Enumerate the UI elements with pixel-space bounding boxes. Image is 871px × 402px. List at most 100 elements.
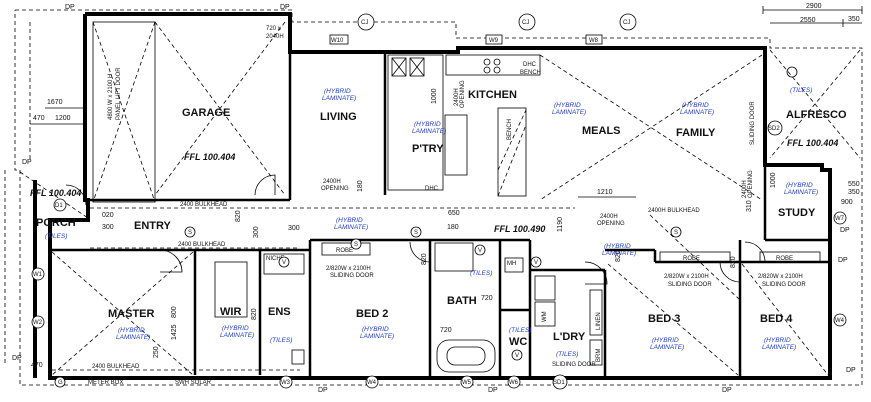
dim-820-bed3: 820 (615, 250, 622, 262)
wet-areas: BATH (TILES) 720 720 WC (TILES) MH L'DRY… (430, 238, 607, 378)
v-tag-4: V (530, 256, 542, 268)
alfresco: ALFRESCO (TILES) FFL 100.404 (769, 49, 861, 159)
bed2-finish-2: LAMINATE) (360, 333, 394, 340)
svg-text:S: S (354, 242, 358, 248)
w5-tag: W5 (460, 375, 474, 389)
living-opening-label: OPENING (321, 186, 349, 192)
laundry-finish: (TILES) (556, 351, 578, 358)
s-tag-3: S (410, 226, 422, 238)
dp-label-7: DP (488, 387, 498, 394)
svg-text:W7: W7 (835, 216, 845, 222)
garage-door-size: 4800 W x 2100 H (108, 74, 114, 120)
bed3-finish-2: LAMINATE) (650, 344, 684, 351)
dim-650: 650 (448, 210, 460, 217)
meals-finish-2: LAMINATE) (552, 109, 586, 116)
cj-tag-3: CJ (619, 13, 637, 31)
pantry-finish-1: (HYBRID (414, 121, 441, 128)
room-label-garage: GARAGE (182, 107, 230, 119)
bed4-robe: ROBE (776, 256, 793, 262)
room-label-laundry: L'DRY (553, 331, 586, 343)
svg-text:W3: W3 (281, 380, 291, 386)
dp-label-5: DP (12, 355, 22, 362)
v-tag-2: V (474, 244, 486, 256)
room-label-bed3: BED 3 (648, 313, 680, 325)
bulkhead-hall: 2400H BULKHEAD (648, 208, 700, 214)
svg-text:W8: W8 (589, 38, 599, 44)
room-label-bed4: BED 4 (760, 313, 793, 325)
family-finish-2: LAMINATE) (680, 109, 714, 116)
study-opening-label: OPENING (748, 170, 754, 198)
hall2-finish-2: LAMINATE) (602, 250, 636, 257)
svg-text:CJ: CJ (623, 20, 630, 26)
wir-finish-1: (HYBRID (222, 325, 249, 332)
dim-820-bed2: 820 (421, 253, 428, 265)
dim-1670: 1670 (47, 99, 63, 106)
dp-label-1: DP (65, 4, 75, 11)
dim-720-bath2: 720 (440, 327, 452, 334)
w6-tag: W6 (507, 375, 521, 389)
s-tag-4: S (670, 226, 682, 238)
hallway: FFL 100.490 (HYBRID LAMINATE) 2400H BULK… (334, 208, 700, 257)
dim-180-hall: 180 (447, 224, 459, 231)
garage: 4800 W x 2100 H PANEL LIFT DOOR GARAGE F… (88, 21, 290, 203)
dp-label-9: DP (846, 367, 856, 374)
living-opening-height: 2400H (323, 179, 341, 185)
ens-niche: NICHE (266, 256, 285, 262)
laundry-sliding: SLIDING DOOR (552, 362, 596, 368)
dp-label-2: DP (280, 4, 290, 11)
svg-text:V: V (515, 353, 519, 359)
svg-text:W6: W6 (509, 380, 519, 386)
study: STUDY (HYBRID LAMINATE) 550 350 900 1000… (746, 165, 860, 242)
room-label-kitchen: KITCHEN (468, 89, 517, 101)
dim-250: 250 (153, 346, 160, 358)
bath-finish: (TILES) (470, 270, 492, 277)
svg-text:W9: W9 (489, 38, 499, 44)
living-finish-1: (HYBRID (324, 88, 351, 95)
dim-470-master: 470 (31, 362, 43, 369)
w4-tag-bottom: W4 (365, 375, 379, 389)
study-finish-1: (HYBRID (786, 182, 813, 189)
porch-entry: PORCH (TILES) FFL 100.404 ENTRY 2400 BUL… (19, 171, 575, 249)
dim-180-living: 180 (357, 180, 364, 192)
kitchen-bench: BENCH (520, 70, 541, 76)
bed4-sliding-spec: 2/820W x 2100H (758, 274, 803, 280)
bed2-finish-1: (HYBRID (362, 326, 389, 333)
master-suite: MASTER (HYBRID LAMINATE) 2400 BULKHEAD 1… (31, 240, 312, 378)
sd2-tag: SD2 (767, 120, 783, 136)
dim-310: 310 (746, 200, 753, 212)
hall-finish-2: LAMINATE) (334, 224, 368, 231)
svg-text:V: V (478, 248, 482, 254)
meals-finish-1: (HYBRID (554, 102, 581, 109)
wm-label: WM (542, 311, 548, 322)
w8-tag: W8 (585, 34, 603, 45)
exterior-walls (33, 12, 832, 380)
room-label-pantry: P'TRY (412, 143, 444, 155)
w4-tag-right: W4 (833, 313, 847, 327)
bed3-finish-1: (HYBRID (652, 337, 679, 344)
bottom-notes: METER BOX SWH SOLAR (88, 380, 212, 386)
w2-tag: W2 (31, 315, 45, 329)
room-label-meals: MEALS (582, 125, 621, 137)
bed-2: ROBE 2/820W x 2100H SLIDING DOOR BED 2 (… (310, 238, 432, 378)
dimension-lines-top: 2900 350 2550 (762, 3, 863, 27)
mh-label: MH (507, 261, 516, 267)
cj-tag-1: CJ (357, 13, 375, 31)
bed4-sliding-door: SLIDING DOOR (762, 282, 806, 288)
svg-text:W4: W4 (835, 318, 845, 324)
room-label-porch: PORCH (36, 217, 76, 229)
svg-text:W1: W1 (33, 272, 43, 278)
swh-label: SWH SOLAR (175, 380, 212, 386)
dp-label-10: DP (840, 227, 850, 234)
dim-1425: 1425 (171, 324, 178, 340)
family-finish-1: (HYBRID (682, 102, 709, 109)
svg-text:S: S (674, 230, 678, 236)
svg-text:G: G (58, 380, 63, 386)
brm-label: BRM (596, 349, 602, 362)
hall-finish-1: (HYBRID (336, 217, 363, 224)
svg-text:W5: W5 (462, 380, 472, 386)
svg-text:SD2: SD2 (768, 126, 780, 132)
dp-label-3: DP (22, 159, 32, 166)
bed4-finish-1: (HYBRID (764, 337, 791, 344)
s-tag-2: S (350, 238, 362, 250)
bed-3-4: ROBE 2/820W x 2100H SLIDING DOOR BED 3 (… (605, 214, 830, 378)
